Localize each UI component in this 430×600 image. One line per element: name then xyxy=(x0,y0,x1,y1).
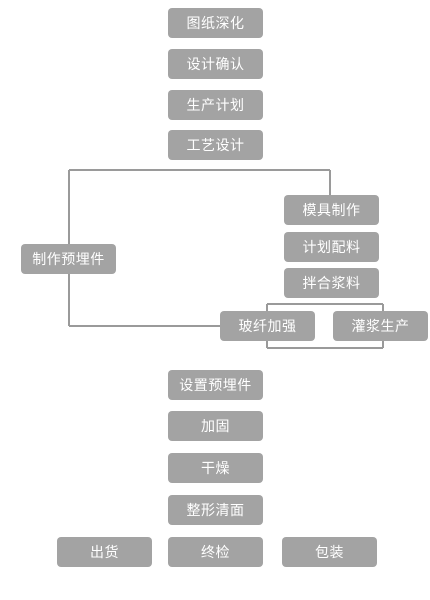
step-grouting-production: 灌浆生产 xyxy=(333,311,428,341)
step-material-planning: 计划配料 xyxy=(284,232,379,262)
step-shipping: 出货 xyxy=(57,537,152,567)
step-design-confirmation: 设计确认 xyxy=(168,49,263,79)
step-production-planning: 生产计划 xyxy=(168,90,263,120)
step-set-embedded-parts: 设置预埋件 xyxy=(168,370,263,400)
step-reinforcement: 加固 xyxy=(168,411,263,441)
step-glass-fiber-reinforcement: 玻纤加强 xyxy=(220,311,315,341)
step-final-inspection: 终检 xyxy=(168,537,263,567)
step-mixing-slurry: 拌合浆料 xyxy=(284,268,379,298)
step-packaging: 包装 xyxy=(282,537,377,567)
step-make-embedded-parts: 制作预埋件 xyxy=(21,244,116,274)
step-shaping-cleaning: 整形清面 xyxy=(168,495,263,525)
step-process-design: 工艺设计 xyxy=(168,130,263,160)
step-drying: 干燥 xyxy=(168,453,263,483)
step-drawing-deepening: 图纸深化 xyxy=(168,8,263,38)
step-mold-making: 模具制作 xyxy=(284,195,379,225)
